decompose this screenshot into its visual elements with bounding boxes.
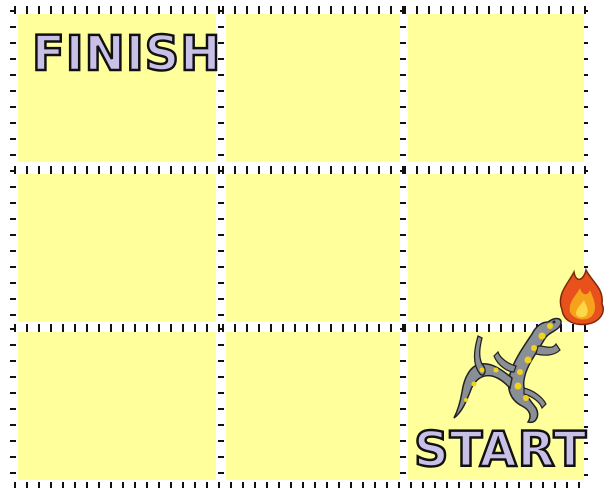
salamander-body xyxy=(454,319,561,423)
board-cell[interactable] xyxy=(18,332,216,480)
start-label: START xyxy=(414,426,587,474)
board-cell[interactable] xyxy=(226,174,400,322)
board-cell[interactable] xyxy=(226,332,400,480)
finish-label: FINISH xyxy=(32,30,221,78)
board-cell[interactable] xyxy=(408,14,584,162)
fire-breathing-salamander-icon[interactable] xyxy=(452,266,606,426)
bottom-tick-border xyxy=(14,482,586,488)
board-cell[interactable] xyxy=(226,14,400,162)
flame-icon xyxy=(560,270,603,324)
board-cell[interactable] xyxy=(18,174,216,322)
